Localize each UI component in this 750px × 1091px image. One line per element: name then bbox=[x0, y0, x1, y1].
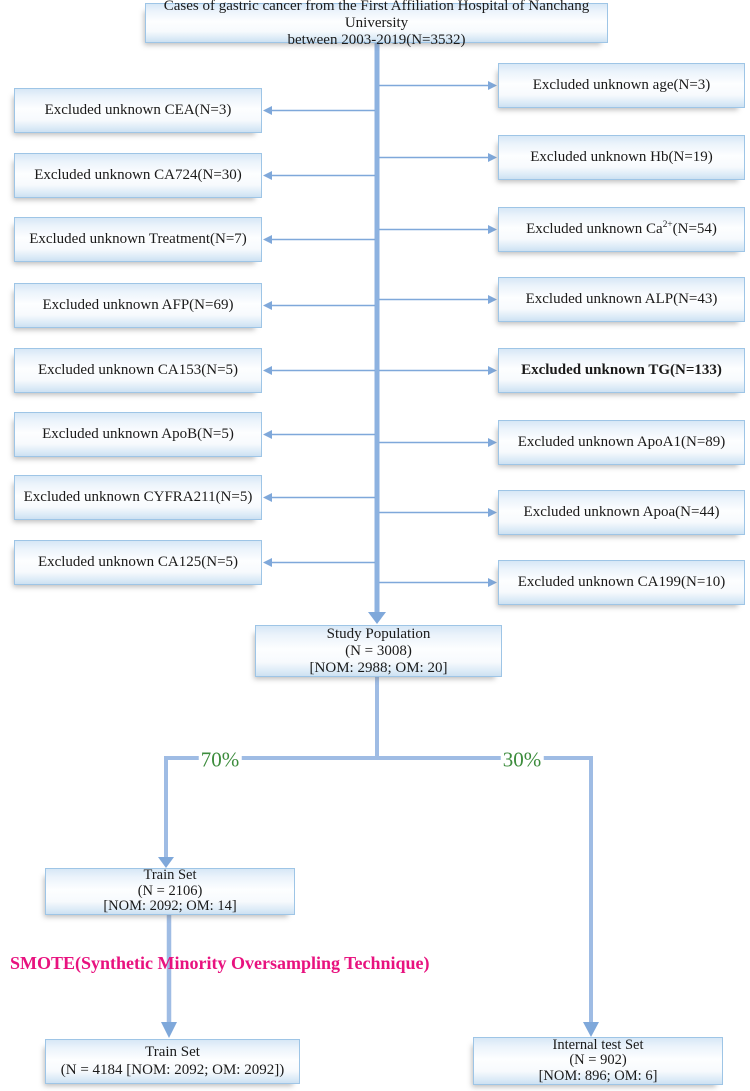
internal-test-set-title: Internal test Set bbox=[552, 1036, 644, 1053]
smote-train-set-box: Train Set (N = 4184 [NOM: 2092; OM: 2092… bbox=[45, 1039, 300, 1084]
exclusion-box-right-1: Excluded unknown age(N=3) bbox=[498, 63, 745, 108]
exclusion-box-left-2: Excluded unknown CA724(N=30) bbox=[14, 153, 262, 198]
study-population-title: Study Population bbox=[326, 625, 431, 642]
study-population-n: (N = 3008) bbox=[345, 642, 412, 659]
exclusion-label: Excluded unknown ApoB(N=5) bbox=[42, 426, 234, 443]
study-population-box: Study Population (N = 3008) [NOM: 2988; … bbox=[255, 625, 502, 677]
exclusion-label: Excluded unknown CA199(N=10) bbox=[517, 574, 726, 591]
smote-annotation: SMOTE(Synthetic Minority Oversampling Te… bbox=[10, 953, 430, 973]
source-cases-box: Cases of gastric cancer from the First A… bbox=[145, 0, 608, 48]
exclusion-label: Excluded unknown Treatment(N=7) bbox=[29, 231, 247, 248]
exclusion-label: Excluded unknown CA724(N=30) bbox=[34, 167, 242, 184]
split-percent-right-label: 30% bbox=[500, 747, 544, 772]
exclusion-box-left-3: Excluded unknown Treatment(N=7) bbox=[14, 217, 262, 262]
internal-test-set-box: Internal test Set (N = 902) [NOM: 896; O… bbox=[473, 1037, 723, 1085]
internal-test-set-breakdown: [NOM: 896; OM: 6] bbox=[538, 1067, 658, 1084]
exclusion-box-right-2: Excluded unknown Hb(N=19) bbox=[498, 135, 745, 180]
exclusion-label: Excluded unknown Apoa(N=44) bbox=[523, 504, 720, 521]
exclusion-label: Excluded unknown AFP(N=69) bbox=[42, 297, 234, 314]
source-cases-line2: between 2003-2019(N=3532) bbox=[287, 31, 466, 48]
exclusion-box-right-7: Excluded unknown Apoa(N=44) bbox=[498, 490, 745, 535]
exclusion-label: Excluded unknown CA153(N=5) bbox=[37, 362, 239, 379]
internal-test-set-n: (N = 902) bbox=[569, 1052, 627, 1069]
exclusion-label: Excluded unknown Hb(N=19) bbox=[530, 149, 713, 166]
exclusion-box-left-4: Excluded unknown AFP(N=69) bbox=[14, 283, 262, 328]
exclusion-box-left-5: Excluded unknown CA153(N=5) bbox=[14, 348, 262, 393]
exclusion-label: Excluded unknown CYFRA211(N=5) bbox=[23, 489, 253, 506]
exclusion-box-left-6: Excluded unknown ApoB(N=5) bbox=[14, 412, 262, 457]
exclusion-box-left-1: Excluded unknown CEA(N=3) bbox=[14, 88, 262, 133]
exclusion-label: Excluded unknown CA125(N=5) bbox=[37, 554, 239, 571]
exclusion-box-right-3: Excluded unknown Ca2+(N=54) bbox=[498, 207, 745, 252]
source-cases-line1: Cases of gastric cancer from the First A… bbox=[163, 0, 590, 31]
smote-train-set-n: (N = 4184 [NOM: 2092; OM: 2092]) bbox=[60, 1061, 285, 1078]
train-set-title: Train Set bbox=[143, 867, 197, 884]
exclusion-label: Excluded unknown age(N=3) bbox=[532, 77, 711, 94]
exclusion-box-right-8: Excluded unknown CA199(N=10) bbox=[498, 560, 745, 605]
study-population-breakdown: [NOM: 2988; OM: 20] bbox=[309, 659, 448, 676]
smote-train-set-title: Train Set bbox=[145, 1044, 200, 1060]
exclusion-box-left-8: Excluded unknown CA125(N=5) bbox=[14, 540, 262, 585]
exclusion-label: Excluded unknown Ca2+(N=54) bbox=[526, 220, 717, 238]
exclusion-label: Excluded unknown ALP(N=43) bbox=[525, 291, 718, 308]
split-percent-left-label: 70% bbox=[198, 747, 242, 772]
exclusion-label: Excluded unknown CEA(N=3) bbox=[44, 102, 232, 119]
exclusion-box-right-5: Excluded unknown TG(N=133) bbox=[498, 348, 745, 393]
exclusion-box-left-7: Excluded unknown CYFRA211(N=5) bbox=[14, 475, 262, 520]
exclusion-box-right-6: Excluded unknown ApoA1(N=89) bbox=[498, 420, 745, 465]
exclusion-box-right-4: Excluded unknown ALP(N=43) bbox=[498, 277, 745, 322]
train-set-breakdown: [NOM: 2092; OM: 14] bbox=[103, 898, 237, 915]
train-set-box: Train Set (N = 2106) [NOM: 2092; OM: 14] bbox=[45, 868, 295, 915]
exclusion-label: Excluded unknown ApoA1(N=89) bbox=[517, 434, 726, 451]
train-set-n: (N = 2106) bbox=[137, 882, 203, 899]
exclusion-label: Excluded unknown TG(N=133) bbox=[521, 362, 722, 379]
